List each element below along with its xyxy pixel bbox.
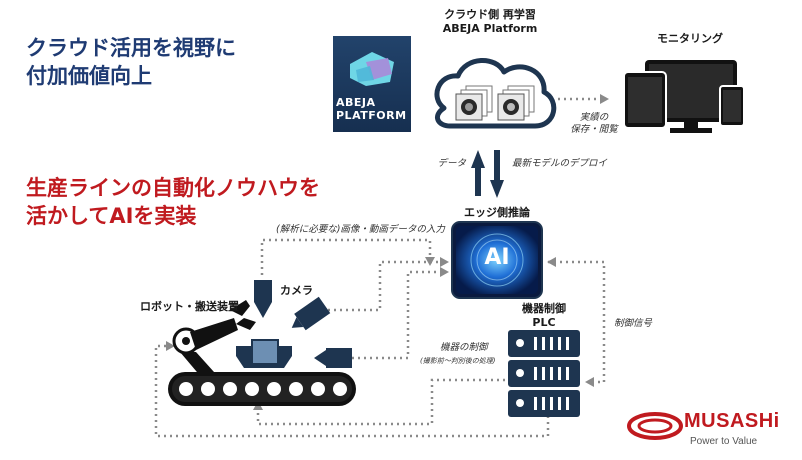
ai-label: AI xyxy=(484,245,510,270)
headline-red: 生産ラインの自動化ノウハウを 活かしてAIを実装 xyxy=(26,174,320,230)
device-control-paths xyxy=(154,344,550,438)
abeja-logo-line2: PLATFORM xyxy=(336,109,407,122)
data-input-paths xyxy=(260,238,440,360)
control-signal-path xyxy=(547,257,606,387)
abeja-logo-text: ABEJA PLATFORM xyxy=(336,96,408,122)
results-arrow xyxy=(558,94,609,104)
brand-tagline: Power to Value xyxy=(690,436,758,447)
image-stack-icon-left xyxy=(455,85,493,121)
cloud-title: クラウド側 再学習 ABEJA Platform xyxy=(420,8,560,36)
abeja-logo-line1: ABEJA xyxy=(336,96,376,109)
camera-icon-side xyxy=(314,348,352,368)
image-stack-icon-right xyxy=(497,85,535,121)
plc-server-icon xyxy=(508,330,580,417)
headline-red-line1: 生産ラインの自動化ノウハウを xyxy=(26,176,320,200)
robot-label: ロボット・搬送装置 xyxy=(140,300,239,313)
control-signal-label: 制御信号 xyxy=(614,318,653,329)
conveyor-belt xyxy=(168,372,356,406)
abeja-logo xyxy=(333,36,411,132)
monitoring-devices-icon xyxy=(623,60,745,133)
results-label-line1: 実績の xyxy=(579,112,609,123)
edge-label: エッジ側推論 xyxy=(464,206,530,219)
device-control-label: 機器の制御 xyxy=(440,342,488,353)
sync-arrows xyxy=(471,150,504,198)
headline-red-line2: 活かしてAIを実装 xyxy=(26,204,197,228)
input-label: (解析に必要な)画像・動画データの入力 xyxy=(276,224,445,235)
product-block xyxy=(236,339,292,368)
data-label: データ xyxy=(437,158,466,169)
results-label: 実績の 保存・閲覧 xyxy=(564,112,624,136)
plc-label-line2: PLC xyxy=(532,316,556,329)
camera-icon-angled xyxy=(291,296,331,331)
results-label-line2: 保存・閲覧 xyxy=(570,124,618,135)
headline-blue: クラウド活用を視野に 付加価値向上 xyxy=(26,34,236,90)
musashi-logo-mark xyxy=(627,412,683,440)
headline-blue-line1: クラウド活用を視野に xyxy=(26,36,236,60)
plc-label: 機器制御 PLC xyxy=(512,302,576,330)
plc-label-line1: 機器制御 xyxy=(522,302,566,315)
deploy-arrow xyxy=(490,150,504,198)
cloud-title-line1: クラウド側 再学習 xyxy=(444,8,536,21)
monitoring-label: モニタリング xyxy=(657,32,723,45)
brand-name: MUSASHi xyxy=(684,410,780,432)
ai-chip-icon xyxy=(451,221,543,299)
cloud-title-line2: ABEJA Platform xyxy=(442,22,538,35)
camera-icon-top xyxy=(254,280,272,318)
camera-label: カメラ xyxy=(280,284,313,297)
headline-blue-line2: 付加価値向上 xyxy=(26,64,152,88)
cloud-shape xyxy=(434,58,557,129)
upload-arrow xyxy=(471,150,485,196)
deploy-label: 最新モデルのデプロイ xyxy=(512,158,608,169)
robot-arm-icon xyxy=(172,300,256,378)
device-control-sublabel: (撮影前～判別後の処理) xyxy=(420,357,496,365)
